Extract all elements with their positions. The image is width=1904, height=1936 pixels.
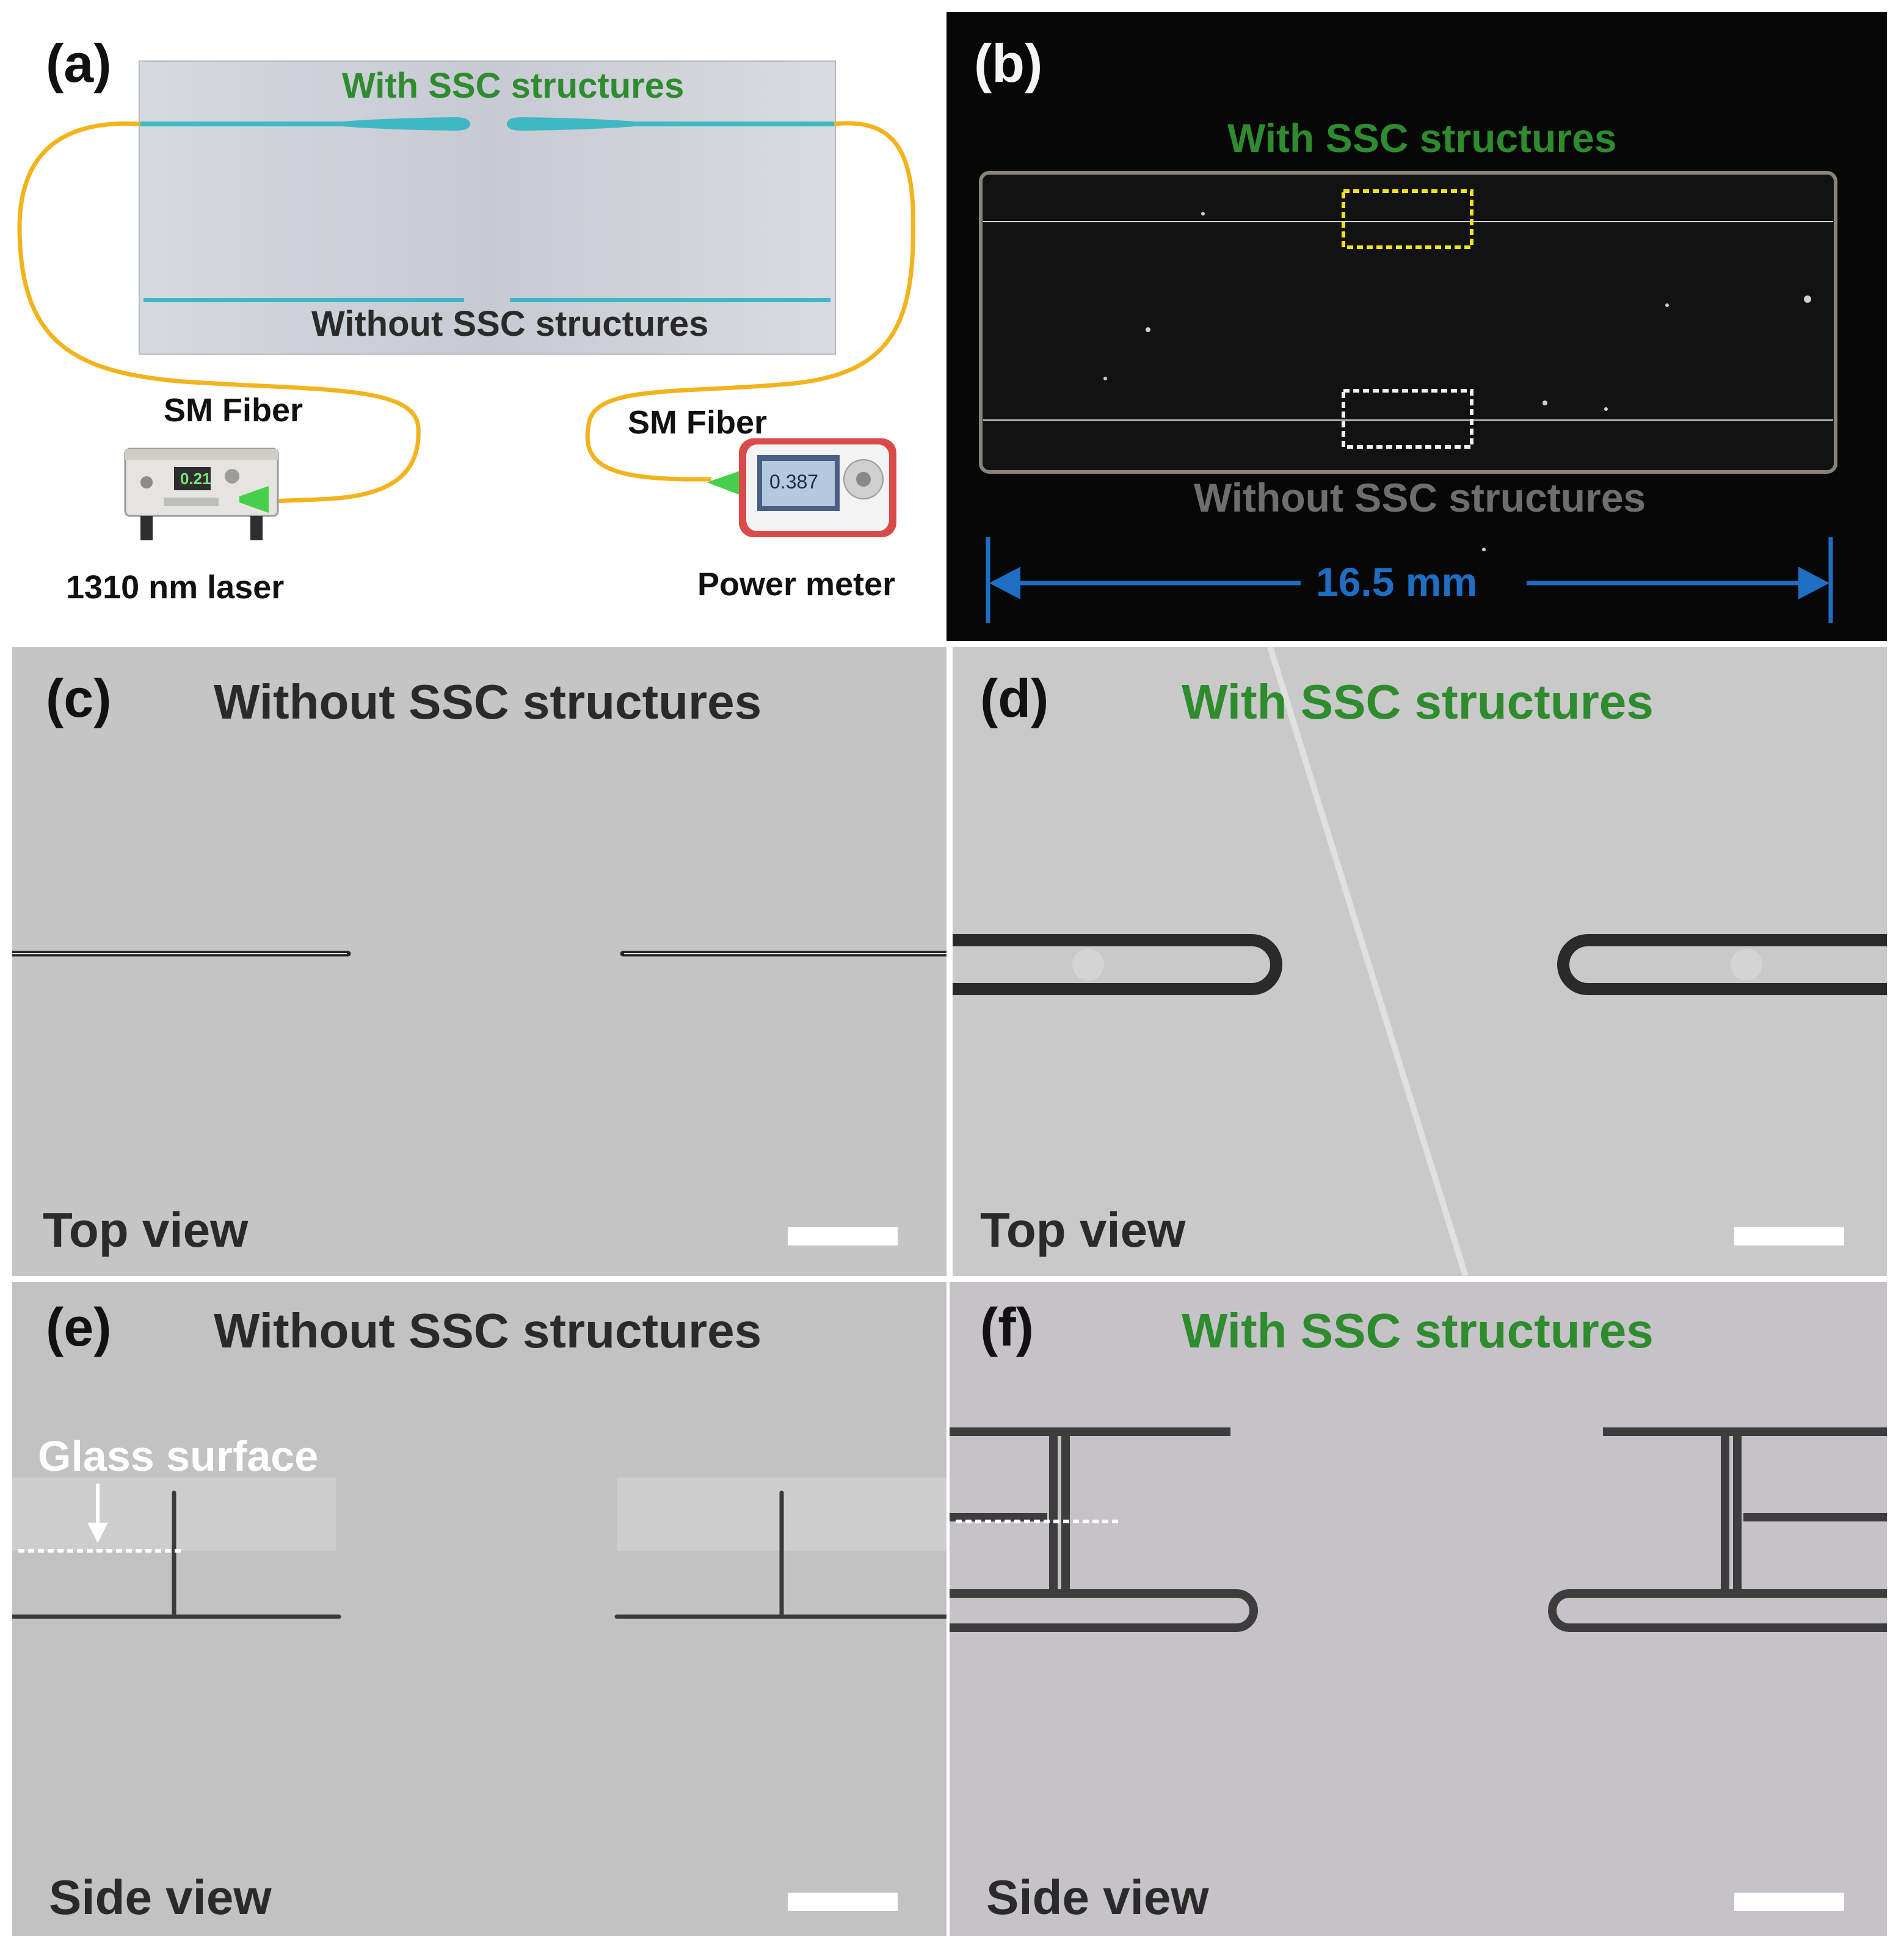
panel-f-view: Side view xyxy=(986,1870,1209,1924)
panel-e-label: (e) xyxy=(46,1297,112,1357)
panel-c: (c) Without SSC structures Top view xyxy=(12,647,947,1276)
with-ssc-label: With SSC structures xyxy=(342,66,685,106)
power-meter-device xyxy=(707,438,896,537)
panel-d-title: With SSC structures xyxy=(1182,675,1654,729)
arrow-down-icon xyxy=(87,1484,108,1543)
panel-f: (f) With SSC structures Side view xyxy=(950,1282,1887,1936)
scale-bar xyxy=(788,1893,898,1911)
side-view-without-ssc xyxy=(12,1477,947,1911)
panel-a-label: (a) xyxy=(46,33,112,93)
panel-f-title: With SSC structures xyxy=(1182,1303,1654,1358)
panel-d: (d) With SSC structures Top view xyxy=(953,647,1887,1276)
panel-b: (b) With SSC structures Without SSC stru… xyxy=(947,12,1887,641)
with-ssc-label-b: With SSC structures xyxy=(1227,115,1617,161)
panel-b-label: (b) xyxy=(974,33,1043,93)
chip-photo xyxy=(979,171,1837,623)
highlight-box-white xyxy=(1342,389,1473,449)
panel-c-view: Top view xyxy=(43,1203,249,1257)
top-view-without-ssc xyxy=(12,951,947,1245)
panel-a: (a) With SSC structures Without SSC stru… xyxy=(0,0,940,641)
glass-chip xyxy=(139,60,836,355)
scale-bar xyxy=(1734,1227,1844,1245)
panel-f-label: (f) xyxy=(980,1297,1034,1357)
panel-e-view: Side view xyxy=(49,1870,272,1924)
glass-surface-label: Glass surface xyxy=(38,1432,319,1480)
scale-bar xyxy=(1734,1893,1844,1911)
highlight-box-yellow xyxy=(1342,189,1473,249)
waveguide-with-ssc xyxy=(139,117,835,131)
power-meter-label: Power meter xyxy=(697,566,896,603)
laser-display: 0.21 xyxy=(180,469,211,488)
panel-c-label: (c) xyxy=(46,668,112,728)
setup-diagram xyxy=(17,60,915,540)
waveguide-without-ssc xyxy=(144,298,830,302)
panel-d-view: Top view xyxy=(980,1203,1186,1257)
side-view-with-ssc xyxy=(950,1427,1887,1911)
panel-e: (e) Without SSC structures Glass surface… xyxy=(12,1282,947,1936)
without-ssc-label-b: Without SSC structures xyxy=(1194,475,1646,520)
scale-bar xyxy=(788,1227,898,1245)
fiber-label-left: SM Fiber xyxy=(164,392,303,429)
top-view-with-ssc xyxy=(953,647,1887,1276)
panel-c-title: Without SSC structures xyxy=(214,675,762,729)
length-label: 16.5 mm xyxy=(1316,559,1478,604)
sm-fiber xyxy=(17,121,915,504)
without-ssc-label: Without SSC structures xyxy=(311,304,709,344)
laser-source xyxy=(124,448,279,540)
dimension-arrow xyxy=(986,537,1833,623)
laser-label: 1310 nm laser xyxy=(66,569,285,606)
panel-e-title: Without SSC structures xyxy=(214,1303,762,1358)
meter-reading: 0.387 xyxy=(769,471,819,493)
fiber-label-right: SM Fiber xyxy=(628,404,768,441)
panel-d-label: (d) xyxy=(980,668,1049,728)
